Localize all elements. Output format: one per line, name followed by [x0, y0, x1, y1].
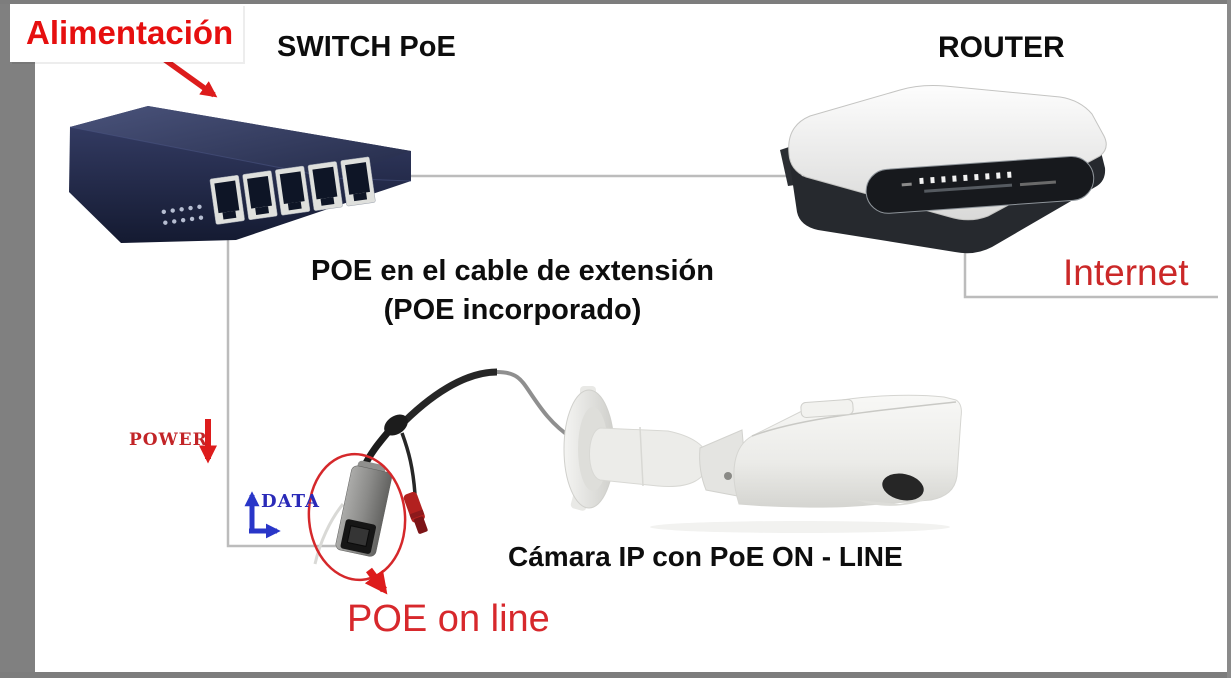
- power-pigtail-connector: [403, 491, 428, 534]
- frame-border-left: [0, 0, 35, 678]
- red-arrow-down-right-icon: [159, 54, 218, 98]
- camera-lens: [882, 473, 924, 501]
- poe-injector: [335, 460, 392, 557]
- switch-label: SWITCH PoE: [277, 31, 456, 63]
- poe-extension-caption: POE en el cable de extensión (POE incorp…: [240, 252, 785, 330]
- power-flow-label: POWER: [129, 430, 208, 450]
- poe-online-arrow-icon: [364, 567, 388, 595]
- switch-led-indicators: [161, 204, 204, 225]
- switch-to-camera-cable: [226, 226, 336, 548]
- router-device: [780, 85, 1107, 254]
- router-led-indicators: [901, 171, 1057, 193]
- switch-ports: [161, 156, 376, 225]
- poe-extension-subtitle: (POE incorporado): [383, 294, 642, 326]
- red-ellipse-outline-icon: [307, 452, 407, 582]
- frame-border-bottom: [0, 672, 1231, 678]
- blue-arrow-up-and-right-icon: [244, 491, 281, 539]
- frame-border-top: [0, 0, 1231, 4]
- poe-extension-title: POE en el cable de extensión: [311, 255, 714, 287]
- switch-device: [69, 106, 412, 243]
- poe-online-label: POE on line: [347, 598, 550, 640]
- router-label: ROUTER: [938, 31, 1065, 64]
- data-flow-label: DATA: [261, 491, 320, 512]
- camera-device: [563, 386, 962, 533]
- internet-label: Internet: [1063, 252, 1189, 293]
- power-source-label: Alimentación: [10, 4, 243, 62]
- camera-label: Cámara IP con PoE ON - LINE: [508, 541, 903, 572]
- router-front-panel: [865, 155, 1095, 214]
- frame-border-right: [1227, 0, 1231, 678]
